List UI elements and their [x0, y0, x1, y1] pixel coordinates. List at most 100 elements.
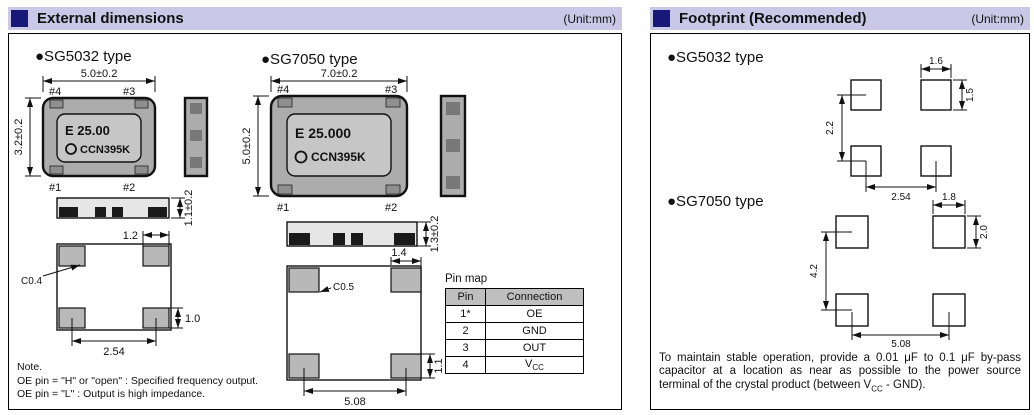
footprint-note-text-end: - GND).: [882, 378, 926, 391]
pinmap-cell-pin: 4: [445, 356, 486, 374]
sg7050-thickness-dimension: 1.3±0.2: [417, 216, 441, 253]
sg5032-body-height-dimension: 3.2±0.2: [13, 97, 41, 177]
footprint-sg7050-section: ●SG7050 type 1.8 2.0: [667, 192, 990, 350]
header-square-icon: [653, 10, 670, 27]
sg7050-pad-width: 1.4: [391, 247, 406, 259]
pinmap-cell-connection: OUT: [485, 339, 584, 357]
footprint-sg7050-vertical-pitch-dimension: 4.2: [809, 231, 852, 311]
footprint-sg7050-vertical-pitch: 4.2: [809, 264, 820, 278]
pinmap-cell-pin: 1*: [445, 305, 486, 323]
note-line3: OE pin = "L" : Output is high impedance.: [17, 388, 205, 400]
sg7050-pin4-label: #4: [277, 84, 289, 96]
footprint-sg7050-pad-width: 1.8: [942, 192, 956, 203]
sg5032-top-view: E 25.00 CCN395K #4 #3 #1 #2: [41, 86, 157, 194]
pinmap-table: Pin Connection 1* OE 2 GND 3 OUT 4: [445, 288, 584, 374]
sg7050-marking-frequency: E 25.000: [295, 125, 351, 141]
pinmap-header-pin: Pin: [445, 288, 486, 306]
pinmap-title: Pin map: [445, 273, 488, 285]
sg5032-bottom-view: [56, 243, 172, 331]
footprint-sg5032-pad-height: 1.5: [965, 88, 976, 102]
pinmap-row: 2 GND: [445, 322, 584, 340]
footprint-sg7050-pads: [835, 215, 966, 327]
footprint-sg5032-pad-height-dimension: 1.5: [953, 79, 976, 111]
sg7050-pin3-label: #3: [385, 84, 397, 96]
sg5032-chamfer: C0.4: [21, 276, 43, 287]
external-dimensions-header: External dimensions (Unit:mm): [8, 7, 622, 30]
footprint-drawing: ●SG5032 type 1.6 1.5: [667, 49, 990, 350]
sg7050-pad-height: 1.1: [433, 358, 445, 373]
footprint-sg5032-vertical-pitch: 2.2: [825, 121, 836, 135]
sg5032-pad-height-dimension: 1.0: [169, 307, 200, 329]
sg7050-pin1-label: #1: [277, 202, 289, 214]
sg7050-chamfer-callout: C0.5: [319, 282, 355, 293]
sg5032-side-view: [56, 197, 170, 219]
sg5032-marking-frequency: E 25.00: [65, 123, 110, 138]
header-square-icon: [11, 10, 28, 27]
sg7050-marking-code: CCN395K: [311, 150, 366, 164]
sg7050-marking-circle-icon: [294, 150, 308, 164]
sg5032-pin3-label: #3: [123, 86, 135, 98]
external-dimensions-drawing: ●SG5032 type 5.0±0.2 E 25.00 CCN395K #4: [13, 48, 467, 408]
note-line1: Note.: [17, 361, 42, 373]
sg5032-pad-pitch: 2.54: [103, 346, 124, 358]
sg5032-pad-pitch-dimension: 2.54: [71, 318, 157, 358]
note-line2: OE pin = "H" or "open" : Specified frequ…: [17, 375, 258, 387]
footprint-sg7050-horizontal-pitch: 5.08: [891, 339, 911, 350]
sg5032-pin4-label: #4: [49, 86, 61, 98]
pinmap-cell-pin: 2: [445, 322, 486, 340]
footprint-header: Footprint (Recommended) (Unit:mm): [650, 7, 1030, 30]
pinmap: Pin map Pin Connection 1* OE 2 GND 3: [445, 273, 584, 374]
sg7050-body-width-dimension: 7.0±0.2: [270, 68, 408, 92]
sg7050-end-view: [439, 94, 467, 198]
footprint-sg5032-pad-width: 1.6: [929, 56, 943, 67]
pinmap-header-connection: Connection: [485, 288, 584, 306]
oe-note: Note. OE pin = "H" or "open" : Specified…: [17, 361, 258, 400]
footprint-panel: ●SG5032 type 1.6 1.5: [650, 33, 1030, 410]
sg7050-body-width: 7.0±0.2: [321, 68, 358, 80]
sg5032-thickness-dimension: 1.1±0.2: [171, 190, 195, 227]
external-dimensions-title: External dimensions: [37, 10, 184, 27]
footprint-sg5032-pad-width-dimension: 1.6: [920, 56, 952, 78]
sg5032-pad-width-dimension: 1.2: [123, 230, 170, 246]
sg5032-marking-circle-icon: [65, 143, 77, 155]
pinmap-header-row: Pin Connection: [445, 288, 584, 306]
sg7050-pad-pitch-dimension: 5.08: [303, 368, 407, 408]
footprint-sg5032-horizontal-pitch: 2.54: [891, 192, 911, 203]
sg5032-body-height: 3.2±0.2: [13, 119, 25, 156]
sg5032-body-width-dimension: 5.0±0.2: [42, 68, 156, 92]
sg5032-body-width: 5.0±0.2: [81, 68, 118, 80]
sg7050-pin2-label: #2: [385, 202, 397, 214]
pinmap-cell-pin: 3: [445, 339, 486, 357]
sg7050-section: ●SG7050 type 7.0±0.2 E 25.000 CCN395K #4: [241, 51, 467, 408]
pinmap-row: 3 OUT: [445, 339, 584, 357]
sg5032-thickness: 1.1±0.2: [183, 190, 195, 227]
footprint-sg7050-title: ●SG7050 type: [667, 193, 764, 210]
pinmap-cell-connection: GND: [485, 322, 584, 340]
sg7050-chamfer: C0.5: [333, 282, 355, 293]
sg7050-title: ●SG7050 type: [261, 51, 358, 68]
sg7050-thickness: 1.3±0.2: [429, 216, 441, 253]
sg5032-section: ●SG5032 type 5.0±0.2 E 25.00 CCN395K #4: [13, 48, 209, 358]
sg7050-bottom-view: [286, 265, 422, 381]
footprint-sg7050-pad-height: 2.0: [979, 225, 990, 239]
external-unit-label: (Unit:mm): [563, 11, 616, 26]
sg5032-chamfer-callout: C0.4: [21, 264, 81, 287]
sg5032-pad-width: 1.2: [123, 230, 138, 242]
footprint-title: Footprint (Recommended): [679, 10, 867, 27]
sg7050-pad-width-dimension: 1.4: [390, 247, 422, 265]
sg5032-end-view: [183, 96, 209, 178]
footprint-sg7050-pad-width-dimension: 1.8: [932, 192, 966, 214]
footprint-note: To maintain stable operation, provide a …: [659, 352, 1021, 396]
footprint-unit-label: (Unit:mm): [971, 11, 1024, 26]
sg5032-pin2-label: #2: [123, 182, 135, 194]
pinmap-row: 1* OE: [445, 305, 584, 323]
pinmap-cell-connection: VCC: [485, 356, 584, 374]
sg7050-pad-pitch: 5.08: [344, 396, 365, 408]
sg5032-pad-height: 1.0: [185, 313, 200, 325]
sg5032-marking-code: CCN395K: [80, 144, 130, 156]
sg7050-body-height-dimension: 5.0±0.2: [241, 95, 269, 197]
footprint-sg5032-title: ●SG5032 type: [667, 49, 764, 66]
sg7050-side-view: [286, 221, 418, 247]
sg7050-top-view: E 25.000 CCN395K #4 #3 #1 #2: [269, 84, 409, 214]
pinmap-row: 4 VCC: [445, 356, 584, 374]
